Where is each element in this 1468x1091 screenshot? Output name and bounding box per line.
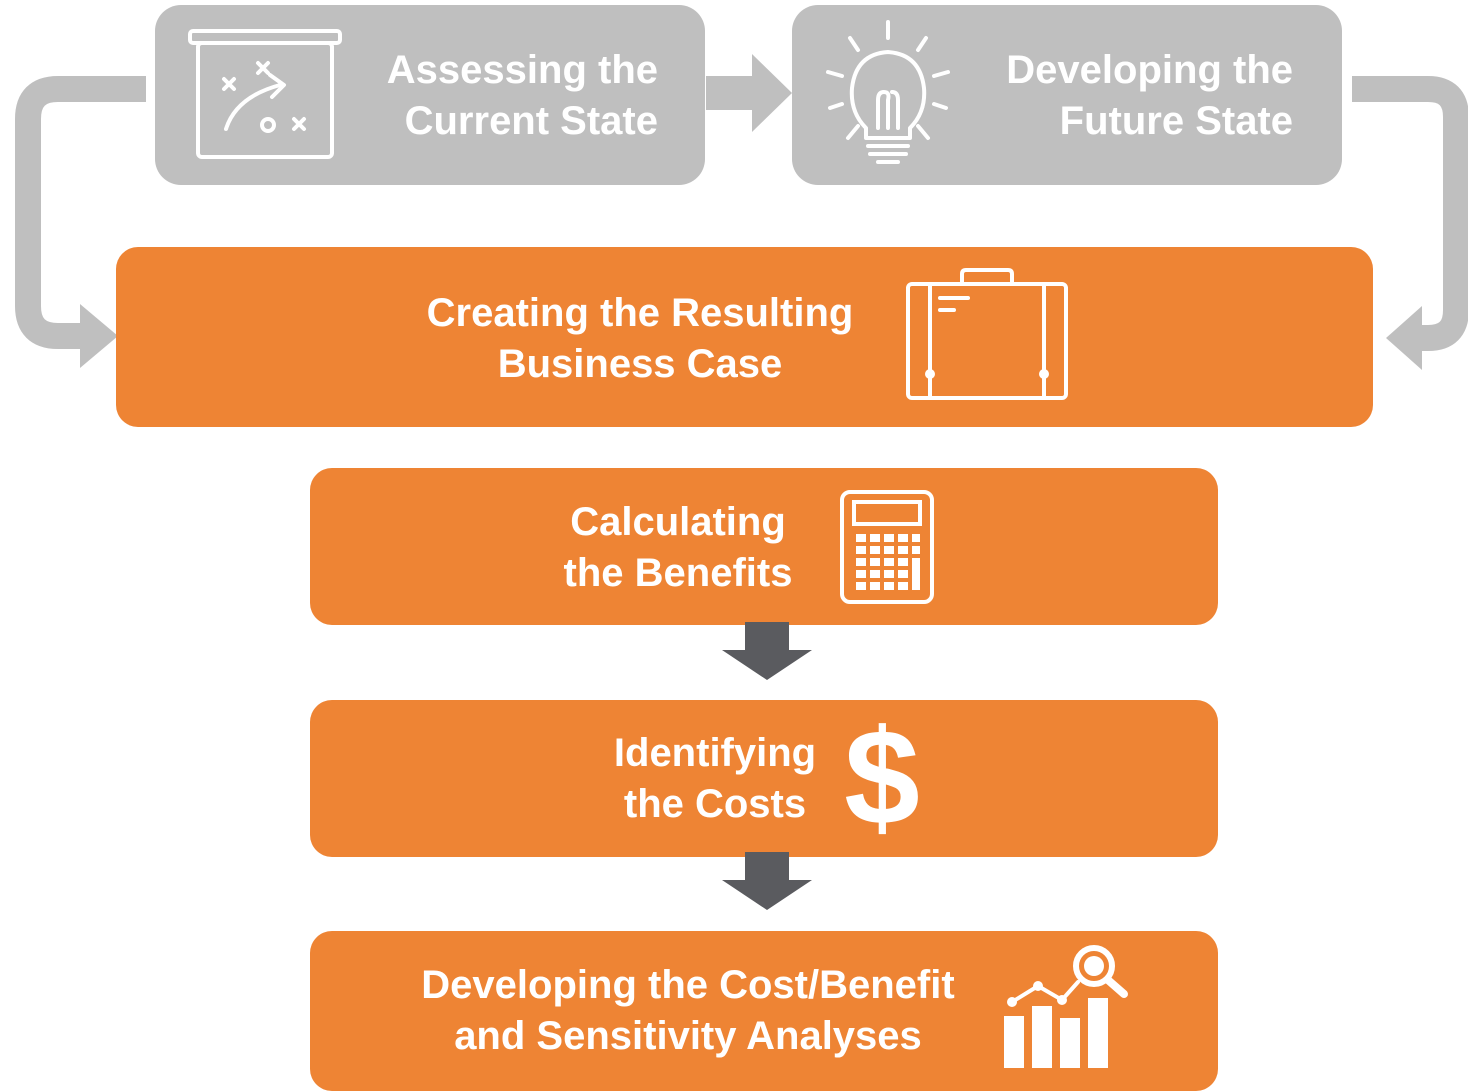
bar-chart-magnifier-icon <box>1004 945 1128 1068</box>
step-analysis-label-line2: and Sensitivity Analyses <box>454 1014 922 1058</box>
lightbulb-icon <box>826 20 950 164</box>
step-business-case <box>116 247 1373 427</box>
step-benefits-label-line1: Calculating <box>570 500 786 544</box>
step-business-case-label-line2: Business Case <box>497 342 783 386</box>
down-arrow-1 <box>722 622 812 680</box>
step-assess-label-line1: Assessing the <box>386 48 658 92</box>
step-business-case-label-line1: Creating the Resulting <box>426 291 854 335</box>
strategy-board-icon <box>188 29 342 159</box>
step-future-label-line1: Developing the <box>1006 48 1293 92</box>
step-benefits-label-line2: the Benefits <box>563 551 793 595</box>
briefcase-icon <box>906 268 1068 400</box>
step-identify-costs <box>310 700 1218 857</box>
step-future-label-line2: Future State <box>1059 99 1293 143</box>
step-costs-label-line2: the Costs <box>623 782 807 826</box>
step-costs-label-line1: Identifying <box>613 731 817 775</box>
svg-text:$: $ <box>844 701 920 853</box>
dollar-sign-icon: $ <box>844 701 920 853</box>
calculator-icon <box>840 490 934 604</box>
step-calculate-benefits <box>310 468 1218 625</box>
step-analysis-label-line1: Developing the Cost/Benefit <box>421 963 955 1007</box>
down-arrow-2 <box>722 852 812 910</box>
step-assess-label-line2: Current State <box>404 99 658 143</box>
